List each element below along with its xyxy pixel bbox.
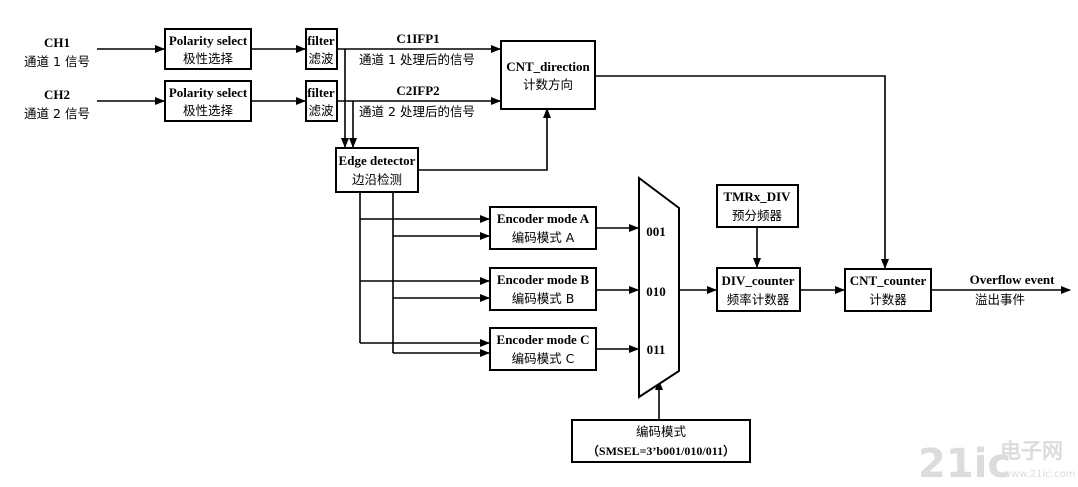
ch1-sub: 通道 1 信号 xyxy=(24,54,90,69)
cnt-direction-sub: 计数方向 xyxy=(523,77,573,92)
div-counter-box xyxy=(716,267,801,312)
c1ifp1-sub: 通道 1 处理后的信号 xyxy=(359,52,475,67)
encoder-mode-b: Encoder mode B 编码模式 B xyxy=(489,267,597,311)
mux: 001 010 011 xyxy=(638,176,680,399)
select-box: 编码模式 （SMSEL=3’b001/010/011） xyxy=(571,419,751,463)
polarity-select-2-label: Polarity select xyxy=(169,85,248,100)
edge-to-direction-arrow xyxy=(418,108,551,171)
polarity-select-1-box xyxy=(164,28,252,70)
filter-2-sub: 滤波 xyxy=(308,103,334,118)
encoder-mode-b-box xyxy=(489,267,597,311)
c2ifp2-label: C2IFP2 xyxy=(396,83,439,98)
polarity-select-1-label: Polarity select xyxy=(169,33,248,48)
encoder-mode-a-sub: 编码模式 A xyxy=(512,230,575,245)
overflow-sub: 溢出事件 xyxy=(975,292,1025,307)
select-box-rect xyxy=(571,419,751,463)
cnt-counter-label: CNT_counter xyxy=(850,273,927,288)
ch2-sub: 通道 2 信号 xyxy=(24,106,90,121)
watermark: 21ic 电子网 www.21ic.com xyxy=(918,439,1075,487)
mux-input-010: 010 xyxy=(646,284,666,299)
encoder-mode-c-box xyxy=(489,327,597,371)
filter-1-label: filter xyxy=(307,33,335,48)
encoder-mode-b-sub: 编码模式 B xyxy=(512,291,575,306)
polarity-select-2-box xyxy=(164,80,252,122)
mux-input-011: 011 xyxy=(647,342,666,357)
ch1-label: CH1 xyxy=(44,35,70,50)
div-counter: DIV_counter 频率计数器 xyxy=(716,267,801,312)
c1ifp1-label: C1IFP1 xyxy=(396,31,439,46)
filter-2-label: filter xyxy=(307,85,335,100)
edge-detector-box xyxy=(335,147,419,193)
encoder-mode-c-label: Encoder mode C xyxy=(497,332,590,347)
tmrx-div-box xyxy=(716,184,799,228)
ch2-label: CH2 xyxy=(44,87,70,102)
encoder-mode-a-label: Encoder mode A xyxy=(497,211,590,226)
div-counter-label: DIV_counter xyxy=(722,273,795,288)
overflow-label: Overflow event xyxy=(970,272,1056,287)
cnt-counter: CNT_counter 计数器 xyxy=(844,268,932,312)
ch1-input: CH1 通道 1 信号 xyxy=(24,35,90,69)
tmrx-div-label: TMRx_DIV xyxy=(723,189,791,204)
encoder-mode-a: Encoder mode A 编码模式 A xyxy=(489,206,597,250)
select-label: 编码模式 xyxy=(636,424,687,439)
cnt-direction-box xyxy=(500,40,596,110)
cnt-direction: CNT_direction 计数方向 xyxy=(500,40,596,110)
mux-shape xyxy=(638,176,680,399)
filter-1-sub: 滤波 xyxy=(308,51,334,66)
select-sub: （SMSEL=3’b001/010/011） xyxy=(587,443,735,458)
ch2-input: CH2 通道 2 信号 xyxy=(24,87,90,121)
watermark-url: www.21ic.com xyxy=(1003,469,1075,480)
polarity-select-1-sub: 极性选择 xyxy=(183,51,234,66)
watermark-logo: 21ic xyxy=(918,441,1011,487)
tmrx-div: TMRx_DIV 预分频器 xyxy=(716,184,799,228)
edge-detector-label: Edge detector xyxy=(339,153,416,168)
filter-2: filter 滤波 xyxy=(305,80,338,122)
cnt-direction-label: CNT_direction xyxy=(506,59,590,74)
div-counter-sub: 频率计数器 xyxy=(727,292,790,307)
cnt-counter-box xyxy=(844,268,932,312)
connectors xyxy=(97,45,1071,420)
cnt-counter-sub: 计数器 xyxy=(869,292,907,307)
encoder-mode-c: Encoder mode C 编码模式 C xyxy=(489,327,597,371)
edge-detector-sub: 边沿检测 xyxy=(352,172,402,187)
encoder-mode-b-label: Encoder mode B xyxy=(497,272,590,287)
filter-2-box xyxy=(305,80,338,122)
filter-1: filter 滤波 xyxy=(305,28,338,70)
polarity-select-2: Polarity select 极性选择 xyxy=(164,80,252,122)
encoder-mode-a-box xyxy=(489,206,597,250)
encoder-mode-c-sub: 编码模式 C xyxy=(512,351,575,366)
edge-detector: Edge detector 边沿检测 xyxy=(335,147,419,193)
filter-1-box xyxy=(305,28,338,70)
c2ifp2-sub: 通道 2 处理后的信号 xyxy=(359,104,475,119)
tmrx-div-sub: 预分频器 xyxy=(732,208,783,223)
mux-input-001: 001 xyxy=(646,224,666,239)
watermark-cn: 电子网 xyxy=(1000,439,1063,463)
polarity-select-2-sub: 极性选择 xyxy=(183,103,234,118)
direction-to-counter-arrow xyxy=(595,75,889,269)
polarity-select-1: Polarity select 极性选择 xyxy=(164,28,252,70)
